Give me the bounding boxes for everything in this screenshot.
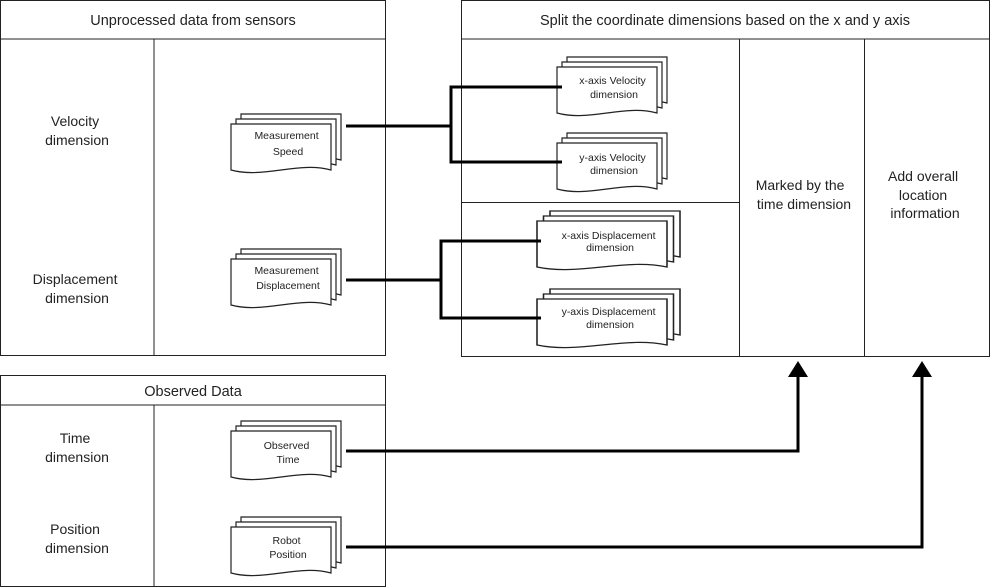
split-panel-title: Split the coordinate dimensions based on… bbox=[540, 13, 910, 29]
sensors-panel-title: Unprocessed data from sensors bbox=[90, 13, 296, 29]
add-overall-location-label: Add overall location information bbox=[888, 168, 962, 221]
displacement-dimension-label: Displacement dimension bbox=[33, 271, 122, 306]
time-arrowhead bbox=[788, 361, 808, 377]
svg-text:y-axis Displacement di: y-axis Displacement dimension bbox=[562, 306, 659, 331]
marked-by-time-label: Marked by the time dimension bbox=[756, 177, 851, 212]
svg-text:Measurement Displaceme: Measurement Displacement bbox=[254, 265, 321, 292]
sensors-panel: Unprocessed data from sensors Velocity d… bbox=[0, 0, 386, 356]
time-to-marked-connector bbox=[346, 374, 800, 453]
speed-to-x-velocity-connector bbox=[346, 85, 562, 128]
measurement-speed-doc: Measurement Speed bbox=[230, 113, 342, 174]
velocity-dimension-label: Velocity dimension bbox=[45, 113, 109, 148]
y-axis-velocity-doc: y-axis Velocity dimension bbox=[556, 132, 668, 193]
observed-panel-title: Observed Data bbox=[144, 384, 242, 400]
speed-to-y-velocity-connector bbox=[449, 126, 562, 164]
svg-text:y-axis Velocity dimens: y-axis Velocity dimension bbox=[579, 152, 648, 177]
svg-text:Observed Time: Observed Time bbox=[264, 440, 312, 466]
position-arrowhead bbox=[912, 361, 932, 377]
svg-text:Robot Position: Robot Position bbox=[269, 535, 307, 561]
robot-position-doc: Robot Position bbox=[230, 516, 342, 577]
svg-text:Measurement Speed: Measurement Speed bbox=[254, 130, 321, 158]
time-dimension-label: Time dimension bbox=[45, 430, 109, 465]
svg-text:x-axis Velocity dimens: x-axis Velocity dimension bbox=[579, 75, 648, 101]
position-dimension-label: Position dimension bbox=[45, 521, 109, 556]
x-axis-velocity-doc: x-axis Velocity dimension bbox=[556, 56, 668, 117]
x-axis-displacement-doc: x-axis Displacement dimension bbox=[536, 210, 681, 271]
split-panel: Split the coordinate dimensions based on… bbox=[461, 0, 990, 357]
measurement-displacement-doc: Measurement Displacement bbox=[230, 248, 342, 309]
observed-panel: Observed Data Time dimension Position di… bbox=[0, 375, 386, 587]
displacement-to-x-connector bbox=[346, 239, 541, 282]
svg-text:x-axis Displacement di: x-axis Displacement dimension bbox=[562, 230, 659, 254]
connectors bbox=[346, 85, 932, 549]
displacement-to-y-connector bbox=[439, 280, 541, 320]
observed-time-doc: Observed Time bbox=[230, 420, 342, 481]
position-to-location-connector bbox=[346, 374, 924, 549]
y-axis-displacement-doc: y-axis Displacement dimension bbox=[536, 288, 681, 349]
